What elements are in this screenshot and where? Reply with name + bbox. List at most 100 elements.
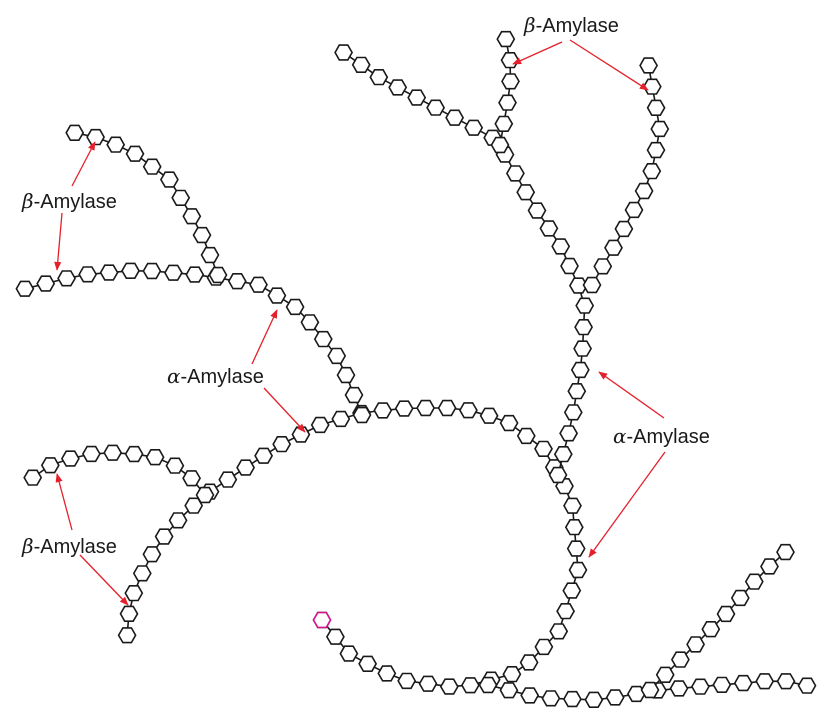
glucose-unit <box>776 673 796 690</box>
glucose-unit <box>339 645 359 662</box>
glucose-unit <box>730 589 750 607</box>
glucose-unit <box>716 605 736 623</box>
glucose-unit <box>192 226 212 244</box>
arrow-beta-lower-left-bottom <box>79 554 129 606</box>
glucose-unit <box>640 681 660 699</box>
glucose-unit <box>562 582 582 599</box>
glucose-unit <box>549 623 569 640</box>
glucose-unit <box>358 655 378 673</box>
glucose-unit <box>563 404 583 421</box>
annotation-arrows <box>54 39 666 606</box>
glucose-unit <box>593 258 613 275</box>
glucose-unit <box>760 558 779 575</box>
glucose-unit <box>541 690 561 707</box>
glucose-unit <box>106 136 126 153</box>
glucose-unit <box>103 444 123 461</box>
glucose-unit <box>479 407 499 424</box>
glucose-unit <box>171 189 191 206</box>
arrow-beta-top-right <box>569 39 649 91</box>
glucose-unit <box>499 682 519 699</box>
glucose-unit <box>670 651 690 668</box>
glucose-unit <box>560 257 579 275</box>
glucose-unit <box>291 426 311 443</box>
glucose-unit <box>394 400 414 417</box>
glucose-unit <box>218 471 238 488</box>
label-alpha-amylase-right: α-Amylase <box>613 424 710 448</box>
glucose-unit <box>534 440 553 458</box>
glucose-unit <box>159 171 179 188</box>
glucose-unit <box>460 677 480 694</box>
glucose-unit <box>254 447 274 464</box>
glucose-unit <box>556 602 576 620</box>
glucose-unit <box>352 406 372 424</box>
glucose-unit <box>124 584 144 602</box>
glucose-unit <box>65 124 85 141</box>
glucose-unit <box>604 239 623 256</box>
glucose-unit <box>369 69 389 86</box>
glucose-unit <box>755 673 775 690</box>
glucose-unit <box>669 680 689 697</box>
glucose-unit <box>563 497 582 514</box>
glucose-unit <box>534 638 554 656</box>
glucose-unit <box>501 73 520 90</box>
glucose-unit <box>642 163 662 180</box>
glucose-unit <box>437 399 457 417</box>
glucose-unit <box>639 57 659 74</box>
glucose-unit <box>418 675 438 692</box>
glucose-unit <box>686 636 706 653</box>
label-beta-amylase-upper-left: β-Amylase <box>21 189 117 213</box>
upper-left-branch-linkage <box>24 269 363 416</box>
glucose-unit <box>125 145 145 162</box>
glucose-unit <box>121 262 140 280</box>
glucose-unit <box>249 276 268 293</box>
glucose-unit <box>776 543 795 561</box>
main-chain-linkage <box>126 407 579 688</box>
glucose-unit <box>57 270 77 287</box>
glucose-unit <box>500 51 520 69</box>
glucose-unit <box>496 30 516 48</box>
glucose-unit <box>86 128 106 146</box>
arrow-alpha-right-bottom <box>588 451 666 558</box>
glucose-unit <box>351 56 371 73</box>
glucose-unit <box>582 276 602 294</box>
label-beta-amylase-top: β-Amylase <box>523 13 619 37</box>
glucose-unit <box>562 690 582 708</box>
glucose-unit <box>553 445 573 463</box>
bottom-right-rising-branch-linkage <box>649 551 787 691</box>
arrow-beta-top-left <box>512 41 563 65</box>
glucose-unit <box>520 687 540 704</box>
glucose-unit <box>331 410 351 428</box>
glucose-unit <box>236 459 256 476</box>
glucose-unit <box>797 677 817 694</box>
glucose-unit <box>478 676 498 694</box>
glucose-unit <box>154 528 174 545</box>
glucose-unit <box>168 512 188 529</box>
glucose-unit <box>336 366 356 384</box>
glucose-unit <box>516 427 536 445</box>
glucose-unit <box>519 654 539 671</box>
glucose-unit <box>712 676 732 694</box>
glucose-unit <box>634 182 654 200</box>
glucose-unit <box>605 689 625 706</box>
glucose-unit <box>227 272 247 290</box>
arrow-beta-upper-left-bottom <box>54 212 63 271</box>
glucose-unit <box>690 678 710 695</box>
glucose-unit <box>614 220 634 238</box>
glucose-unit <box>567 382 587 400</box>
arrow-alpha-left-bottom <box>263 387 306 433</box>
glucose-unit <box>15 280 35 297</box>
glucose-unit <box>744 573 764 590</box>
glucose-unit <box>439 678 459 695</box>
glucose-unit <box>60 450 80 467</box>
glucose-unit <box>566 540 586 557</box>
glucose-chains <box>15 30 817 709</box>
glucose-unit <box>99 264 119 281</box>
glucose-unit <box>548 466 568 484</box>
glucose-unit <box>733 674 753 692</box>
glucose-unit <box>564 518 584 536</box>
glucose-unit <box>655 666 675 684</box>
glucose-unit <box>373 402 393 419</box>
glucose-unit <box>23 469 43 486</box>
glucose-unit <box>573 340 593 357</box>
